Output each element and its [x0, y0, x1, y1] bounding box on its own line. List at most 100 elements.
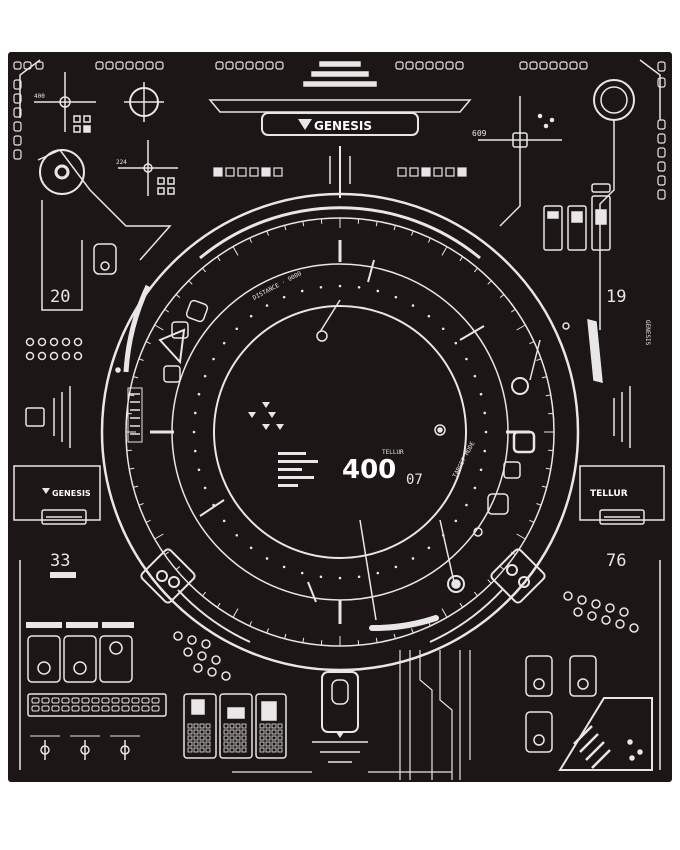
counter-bottom-left: 33 — [50, 551, 70, 571]
hud-main-value: 400 — [342, 455, 396, 485]
card-cell — [223, 729, 229, 735]
card-cell — [235, 723, 241, 729]
inner-dot — [282, 565, 286, 569]
header-brand: GENESIS — [314, 119, 372, 133]
dial-tick — [154, 324, 164, 331]
key-cell — [71, 697, 80, 704]
inner-dot — [212, 357, 215, 361]
card-cell — [199, 747, 205, 753]
dial-tick — [487, 579, 492, 584]
inner-dot — [376, 289, 380, 293]
inner-dot — [357, 575, 361, 579]
dial-tick — [459, 256, 464, 262]
dial-tick — [375, 221, 378, 227]
inner-dot — [427, 314, 431, 318]
card-cell — [241, 723, 247, 729]
dial-tick — [202, 267, 207, 273]
key-cell — [131, 697, 140, 704]
info-block — [278, 452, 318, 487]
top-dot-rows — [13, 61, 588, 177]
dial-tick — [510, 308, 516, 313]
card-cell — [241, 741, 247, 747]
inner-dot — [249, 546, 253, 550]
card-cell — [235, 741, 241, 747]
dial-tick — [129, 467, 135, 470]
dial-tick — [249, 621, 253, 627]
dial-tick — [411, 230, 414, 236]
right-panel-partner: TELLUR — [590, 489, 628, 499]
inner-dot — [338, 284, 342, 288]
card-cell — [259, 723, 265, 729]
bottom-right-panels — [525, 655, 653, 771]
inner-dot — [197, 392, 201, 396]
left-slider-marks — [25, 337, 83, 448]
key-cell — [111, 705, 120, 712]
inner-dot — [193, 411, 197, 415]
grid-cards — [183, 693, 287, 759]
enemy-markers — [248, 402, 284, 430]
key-cell — [141, 697, 150, 704]
dial-tick — [266, 230, 269, 236]
card-cell — [277, 747, 283, 753]
left-knob-arm — [37, 149, 172, 311]
key-cell — [141, 705, 150, 712]
card-cell — [223, 723, 229, 729]
dial-tick — [266, 628, 269, 634]
inner-dot — [319, 285, 323, 289]
dial-tick — [175, 294, 181, 299]
dial-tick — [302, 221, 305, 227]
right-card-cluster — [499, 183, 611, 251]
card-cell — [199, 729, 205, 735]
card-cell — [271, 741, 277, 747]
card-cell — [241, 729, 247, 735]
inner-dot — [319, 575, 323, 579]
dial-tick — [516, 324, 526, 331]
dial-tick — [427, 621, 431, 627]
inner-dot — [376, 571, 380, 575]
left-brand-panel — [13, 465, 101, 525]
dial-ticks — [126, 218, 554, 646]
card-cell — [265, 735, 271, 741]
diamond-widget-right — [490, 548, 546, 604]
card-cell — [223, 735, 229, 741]
inner-dot — [197, 468, 201, 472]
key-cell — [91, 697, 100, 704]
inner-dot — [479, 468, 483, 472]
card-cell — [271, 729, 277, 735]
dial-tick — [164, 308, 170, 313]
dial-tick — [516, 533, 526, 540]
top-header — [208, 61, 472, 198]
right-brand-panel — [579, 465, 665, 525]
dial-tick — [473, 267, 478, 273]
dial-tick — [487, 280, 492, 285]
card-cell — [235, 747, 241, 753]
inner-dot — [479, 392, 483, 396]
card-cell — [277, 741, 283, 747]
inner-dot — [203, 486, 207, 490]
card-cell — [205, 729, 211, 735]
dial-tick — [393, 633, 396, 639]
key-cell — [41, 705, 50, 712]
card-cell — [265, 741, 271, 747]
hud-code-left-2: 224 — [116, 159, 127, 166]
dial-tick — [232, 246, 239, 256]
inner-dot — [473, 374, 477, 378]
dial-tick — [175, 565, 181, 570]
left-dial-widgets — [115, 299, 209, 443]
card-cell — [205, 723, 211, 729]
inner-dot — [454, 341, 458, 345]
dial-tick — [441, 608, 448, 618]
hud-code-left: 400 — [34, 93, 45, 100]
inner-dot — [203, 374, 207, 378]
card-cell — [193, 729, 199, 735]
hud-target-label: TARGET MODE — [452, 440, 477, 479]
card-cell — [277, 723, 283, 729]
counter-underlines — [50, 572, 76, 578]
card-cell — [199, 723, 205, 729]
card-cell — [205, 741, 211, 747]
target-icon — [124, 82, 164, 122]
dial-tick — [529, 341, 535, 345]
inner-dot — [465, 503, 468, 507]
card-cell — [235, 735, 241, 741]
left-panel-brand: GENESIS — [52, 489, 91, 498]
